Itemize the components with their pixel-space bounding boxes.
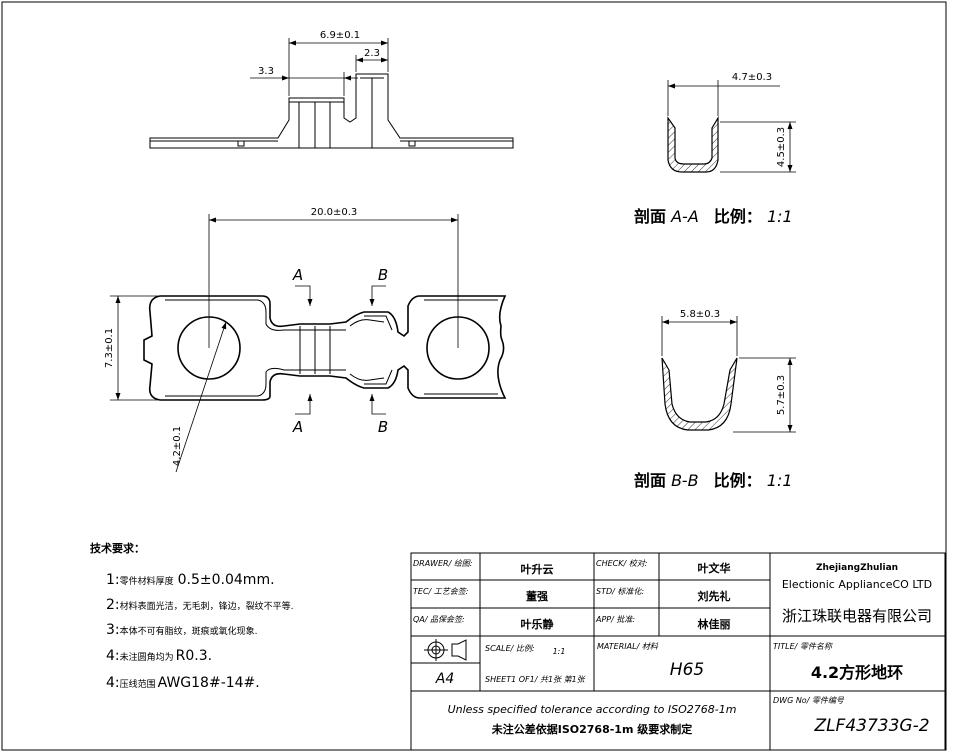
cut-a-bottom: A [292, 418, 303, 436]
std-value: 刘先礼 [698, 589, 731, 603]
title-block: DRAWER/ 绘图: 叶升云 CHECK/ 校对: 叶文华 TEC/ 工艺会签… [410, 552, 946, 751]
dwg-number: ZLF43733G-2 [813, 716, 929, 736]
qa-label: QA/ 品保会签: [413, 615, 465, 624]
tolerance-cn: 未注公差依据ISO2768-1m 级要求制定 [491, 722, 693, 736]
tolerance-en: Unless specified tolerance according to … [448, 703, 737, 716]
dim-top-right: 2.3 [364, 48, 380, 59]
section-b-caption: 剖面 B-B 比例： 1:1 [634, 471, 793, 490]
drawer-label: DRAWER/ 绘图: [413, 559, 473, 568]
dim-plan-length: 20.0±0.3 [311, 207, 358, 218]
section-b-view: 5.8±0.3 5.7±0.3 剖面 B-B 比例： 1:1 [634, 309, 796, 490]
svg-text:2:材料表面光洁，无毛刺，锋边，裂纹不平等.: 2:材料表面光洁，无毛刺，锋边，裂纹不平等. [106, 597, 294, 613]
dwg-label: DWG No/ 零件编号 [773, 696, 845, 705]
company-en-line2: Electionic ApplianceCO LTD [782, 578, 932, 591]
sheet-text: SHEET1 OF1/ 共1张 第1张 [485, 675, 586, 684]
tech-heading: 技术要求： [90, 541, 145, 555]
material-value: H65 [670, 660, 704, 680]
section-a-view: 4.7±0.3 4.5±0.3 剖面 A-A 比例： 1:1 [634, 72, 796, 226]
check-label: CHECK/ 校对: [596, 559, 648, 568]
qa-value: 叶乐静 [521, 617, 554, 631]
plan-view: 20.0±0.3 7.3±0.1 4.2±0.1 A A B B [104, 207, 507, 473]
dim-top-left: 3.3 [258, 66, 274, 77]
tec-value: 董强 [526, 589, 548, 603]
scale-value: 1:1 [553, 647, 566, 656]
check-value: 叶文华 [698, 561, 731, 575]
std-label: STD/ 标准化: [596, 587, 644, 596]
part-title: 4.2方形地环 [811, 663, 903, 682]
tec-label: TEC/ 工艺会签: [413, 587, 469, 596]
scale-label: SCALE/ 比例: [485, 644, 535, 653]
company-en-line1: ZhejiangZhulian [816, 563, 898, 573]
projection-symbol-icon [424, 639, 467, 661]
cut-b-bottom: B [378, 418, 388, 436]
app-label: APP/ 批准: [595, 615, 635, 624]
dim-plan-hole: 4.2±0.1 [172, 426, 183, 466]
dim-section-b-width: 5.8±0.3 [680, 309, 720, 320]
dim-plan-height: 7.3±0.1 [104, 328, 115, 368]
cut-a-top: A [292, 266, 303, 284]
material-label: MATERIAL/ 材料 [597, 642, 659, 651]
dim-section-a-height: 4.5±0.3 [776, 127, 787, 167]
dim-section-a-width: 4.7±0.3 [732, 72, 772, 83]
tech-item-2: 2:材料表面光洁，无毛刺，锋边，裂纹不平等. [106, 597, 294, 613]
app-value: 林佳丽 [698, 617, 731, 631]
tech-item-3: 3:本体不可有脂纹，斑痕或氧化现象. [106, 622, 258, 638]
company-cn: 浙江珠联电器有限公司 [782, 607, 932, 625]
dim-section-b-height: 5.7±0.3 [776, 375, 787, 415]
top-view: 6.9±0.1 2.3 3.3 [149, 30, 514, 149]
paper-size: A4 [435, 671, 454, 687]
svg-text:3:本体不可有脂纹，斑痕或氧化现象.: 3:本体不可有脂纹，斑痕或氧化现象. [106, 622, 258, 638]
section-a-caption: 剖面 A-A 比例： 1:1 [634, 207, 793, 226]
cut-b-top: B [378, 266, 388, 284]
dim-top-width: 6.9±0.1 [320, 30, 360, 41]
drawer-value: 叶升云 [521, 562, 554, 576]
title-label: TITLE/ 零件名称 [773, 642, 834, 651]
